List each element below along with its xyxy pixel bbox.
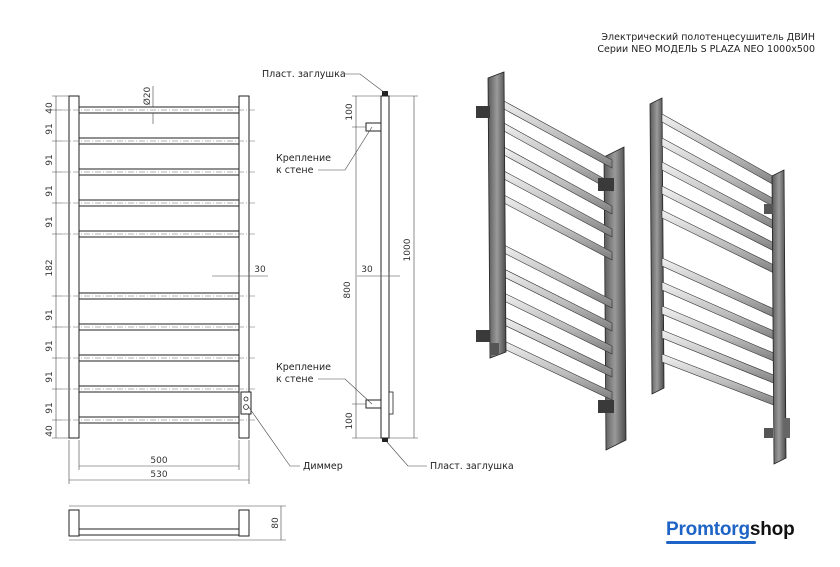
side-offset-label: 30: [361, 265, 373, 275]
front-left-post: [68, 95, 80, 439]
side-total-height: 1000: [403, 238, 413, 261]
callout-mount-top-line2: к стене: [276, 165, 314, 176]
dim-label: 91: [45, 123, 55, 134]
dim-label: 182: [45, 259, 55, 276]
depth-dimension: [69, 505, 286, 541]
gap-dimension: [212, 272, 268, 280]
callout-plug-top: Пласт. заглушка: [262, 69, 346, 80]
title-line-2: Серии NEO МОДЕЛЬ S PLAZA NEO 1000x500: [597, 44, 815, 55]
front-dimmer-box: [240, 391, 252, 415]
front-width-dimensions: [68, 440, 250, 484]
dim-label: 40: [45, 425, 55, 437]
dim-label: 91: [45, 340, 55, 351]
side-top-dim: 100: [345, 103, 355, 120]
top-view: 80: [68, 505, 286, 541]
leader-mount-top: [318, 126, 373, 171]
callouts: Пласт. заглушка Крепление к стене Крепле…: [247, 69, 514, 472]
front-center-lines: [62, 109, 256, 421]
dim-label: 91: [45, 185, 55, 196]
wall-mount-bottom: [365, 399, 382, 409]
front-left-dimension-chain: [52, 95, 69, 439]
wall-mount-top: [365, 122, 382, 132]
callout-mount-top-line1: Крепление: [276, 153, 331, 164]
brand-logo: Promtorgshop: [666, 519, 795, 541]
leader-plug-bottom: [386, 441, 427, 467]
title-line-1: Электрический полотенцесушитель ДВИН: [601, 32, 815, 43]
side-post: [380, 95, 390, 439]
brand-part-2: shop: [749, 519, 795, 540]
callout-plug-bottom: Пласт. заглушка: [430, 461, 514, 472]
depth-label: 80: [271, 517, 281, 529]
front-left-dimension-labels: 40 91 91 91 91 182 91 91 91 91 40: [45, 102, 55, 437]
isometric-front-view: [476, 71, 627, 451]
callout-dimmer: Диммер: [303, 461, 343, 472]
isometric-rear-view: [649, 97, 790, 465]
side-offset-dimension: [357, 272, 400, 280]
gap-dimension-label: 30: [254, 265, 266, 275]
side-middle-dim: 800: [343, 281, 353, 298]
side-total-dimension: [389, 95, 418, 439]
callout-mount-bottom-line2: к стене: [276, 374, 314, 385]
width-outer-label: 530: [150, 470, 167, 480]
dim-label: 91: [45, 309, 55, 320]
dim-label: 91: [45, 216, 55, 227]
front-crossbars: [79, 106, 239, 424]
brand-underline: [666, 541, 756, 544]
callout-mount-bottom-line1: Крепление: [276, 362, 331, 373]
leader-plug-top: [345, 73, 386, 94]
dim-label: 91: [45, 371, 55, 382]
diameter-label: Ø20: [142, 86, 153, 105]
brand-part-1: Promtorg: [666, 519, 750, 540]
leader-dimmer: [247, 405, 300, 467]
side-bottom-dim: 100: [345, 412, 355, 429]
leader-mount-bottom: [318, 378, 373, 405]
dim-label: 91: [45, 402, 55, 413]
side-view: 100 800 100 1000 30: [343, 91, 418, 442]
front-view: 40 91 91 91 91 182 91 91 91 91 40 Ø20 30…: [45, 86, 268, 484]
front-right-post: [238, 95, 250, 439]
width-inner-label: 500: [150, 456, 167, 466]
dim-label: 40: [45, 102, 55, 114]
dim-label: 91: [45, 154, 55, 165]
